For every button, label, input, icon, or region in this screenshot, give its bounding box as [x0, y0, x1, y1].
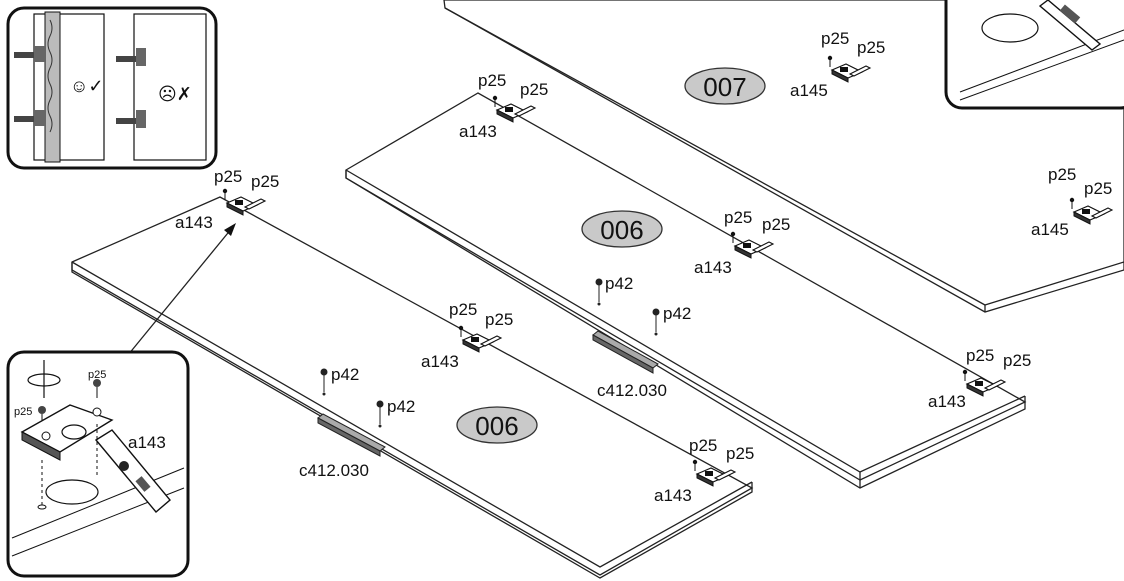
svg-text:a143: a143	[694, 258, 732, 277]
hinge-a143: p25 p25 a143	[175, 167, 279, 232]
part-badge-006-middle: 006	[581, 210, 663, 248]
hinge-a143: p25 p25 a143	[421, 300, 513, 371]
svg-text:p42: p42	[663, 304, 691, 323]
svg-text:p25: p25	[485, 310, 513, 329]
pin-p42: p42	[595, 274, 633, 306]
handle-front: c412.030	[299, 413, 386, 480]
svg-text:p25: p25	[966, 346, 994, 365]
svg-text:007: 007	[703, 72, 746, 102]
orientation-inset: ☺✓ ☹✗	[6, 6, 218, 170]
hinge-a145-bottom: p25 p25 a145	[1031, 165, 1113, 239]
svg-text:p25: p25	[1048, 165, 1076, 184]
panel-006-middle	[345, 92, 1027, 489]
hinge-mounting-inset: p25 p25 a143	[6, 350, 190, 578]
svg-text:a143: a143	[128, 433, 166, 452]
svg-text:a143: a143	[421, 352, 459, 371]
svg-text:p42: p42	[387, 397, 415, 416]
svg-text:p42: p42	[605, 274, 633, 293]
svg-text:p25: p25	[857, 38, 885, 57]
svg-text:p25: p25	[821, 29, 849, 48]
svg-text:p42: p42	[331, 365, 359, 384]
pin-p42: p42	[652, 304, 691, 336]
svg-text:a143: a143	[175, 213, 213, 232]
hinge-icon	[116, 48, 146, 128]
svg-text:p25: p25	[449, 300, 477, 319]
svg-text:a145: a145	[790, 81, 828, 100]
svg-text:a145: a145	[1031, 220, 1069, 239]
svg-text:p25: p25	[251, 172, 279, 191]
svg-text:006: 006	[600, 215, 643, 245]
hinge-icon	[14, 46, 46, 126]
hinge-a145-top: p25 p25 a145	[790, 29, 885, 100]
svg-text:p25: p25	[1003, 351, 1031, 370]
svg-text:006: 006	[475, 411, 518, 441]
part-badge-006-front: 006	[456, 406, 538, 444]
hinge-a143: p25 p25 a143	[654, 436, 754, 505]
svg-text:p25: p25	[1084, 179, 1112, 198]
correct-mark: ☺✓	[70, 76, 103, 96]
hinge-closeup-inset-top-right	[944, 0, 1124, 110]
hinge-a143: p25 p25 a143	[694, 208, 790, 277]
svg-text:a143: a143	[459, 122, 497, 141]
handle-middle: c412.030	[592, 330, 667, 400]
hinge-a143: p25 p25 a143	[459, 71, 548, 141]
handle-label: c412.030	[299, 461, 369, 480]
svg-text:p25: p25	[520, 80, 548, 99]
svg-text:p25: p25	[726, 444, 754, 463]
svg-text:p25: p25	[214, 167, 242, 186]
svg-text:p25: p25	[762, 215, 790, 234]
hinge-a143: p25 p25 a143	[928, 346, 1031, 411]
pin-p42: p42	[376, 397, 415, 428]
svg-text:p25: p25	[689, 436, 717, 455]
part-badge-007: 007	[684, 67, 766, 105]
svg-text:a143: a143	[928, 392, 966, 411]
wrong-mark: ☹✗	[158, 84, 192, 104]
svg-text:p25: p25	[478, 71, 506, 90]
handle-label: c412.030	[597, 381, 667, 400]
svg-text:p25: p25	[88, 369, 106, 381]
svg-text:a143: a143	[654, 486, 692, 505]
svg-text:p25: p25	[724, 208, 752, 227]
detail-pointer-arrow	[127, 223, 236, 356]
panel-006-front	[71, 196, 754, 579]
svg-text:p25: p25	[14, 406, 32, 418]
pin-p42: p42	[320, 365, 359, 396]
